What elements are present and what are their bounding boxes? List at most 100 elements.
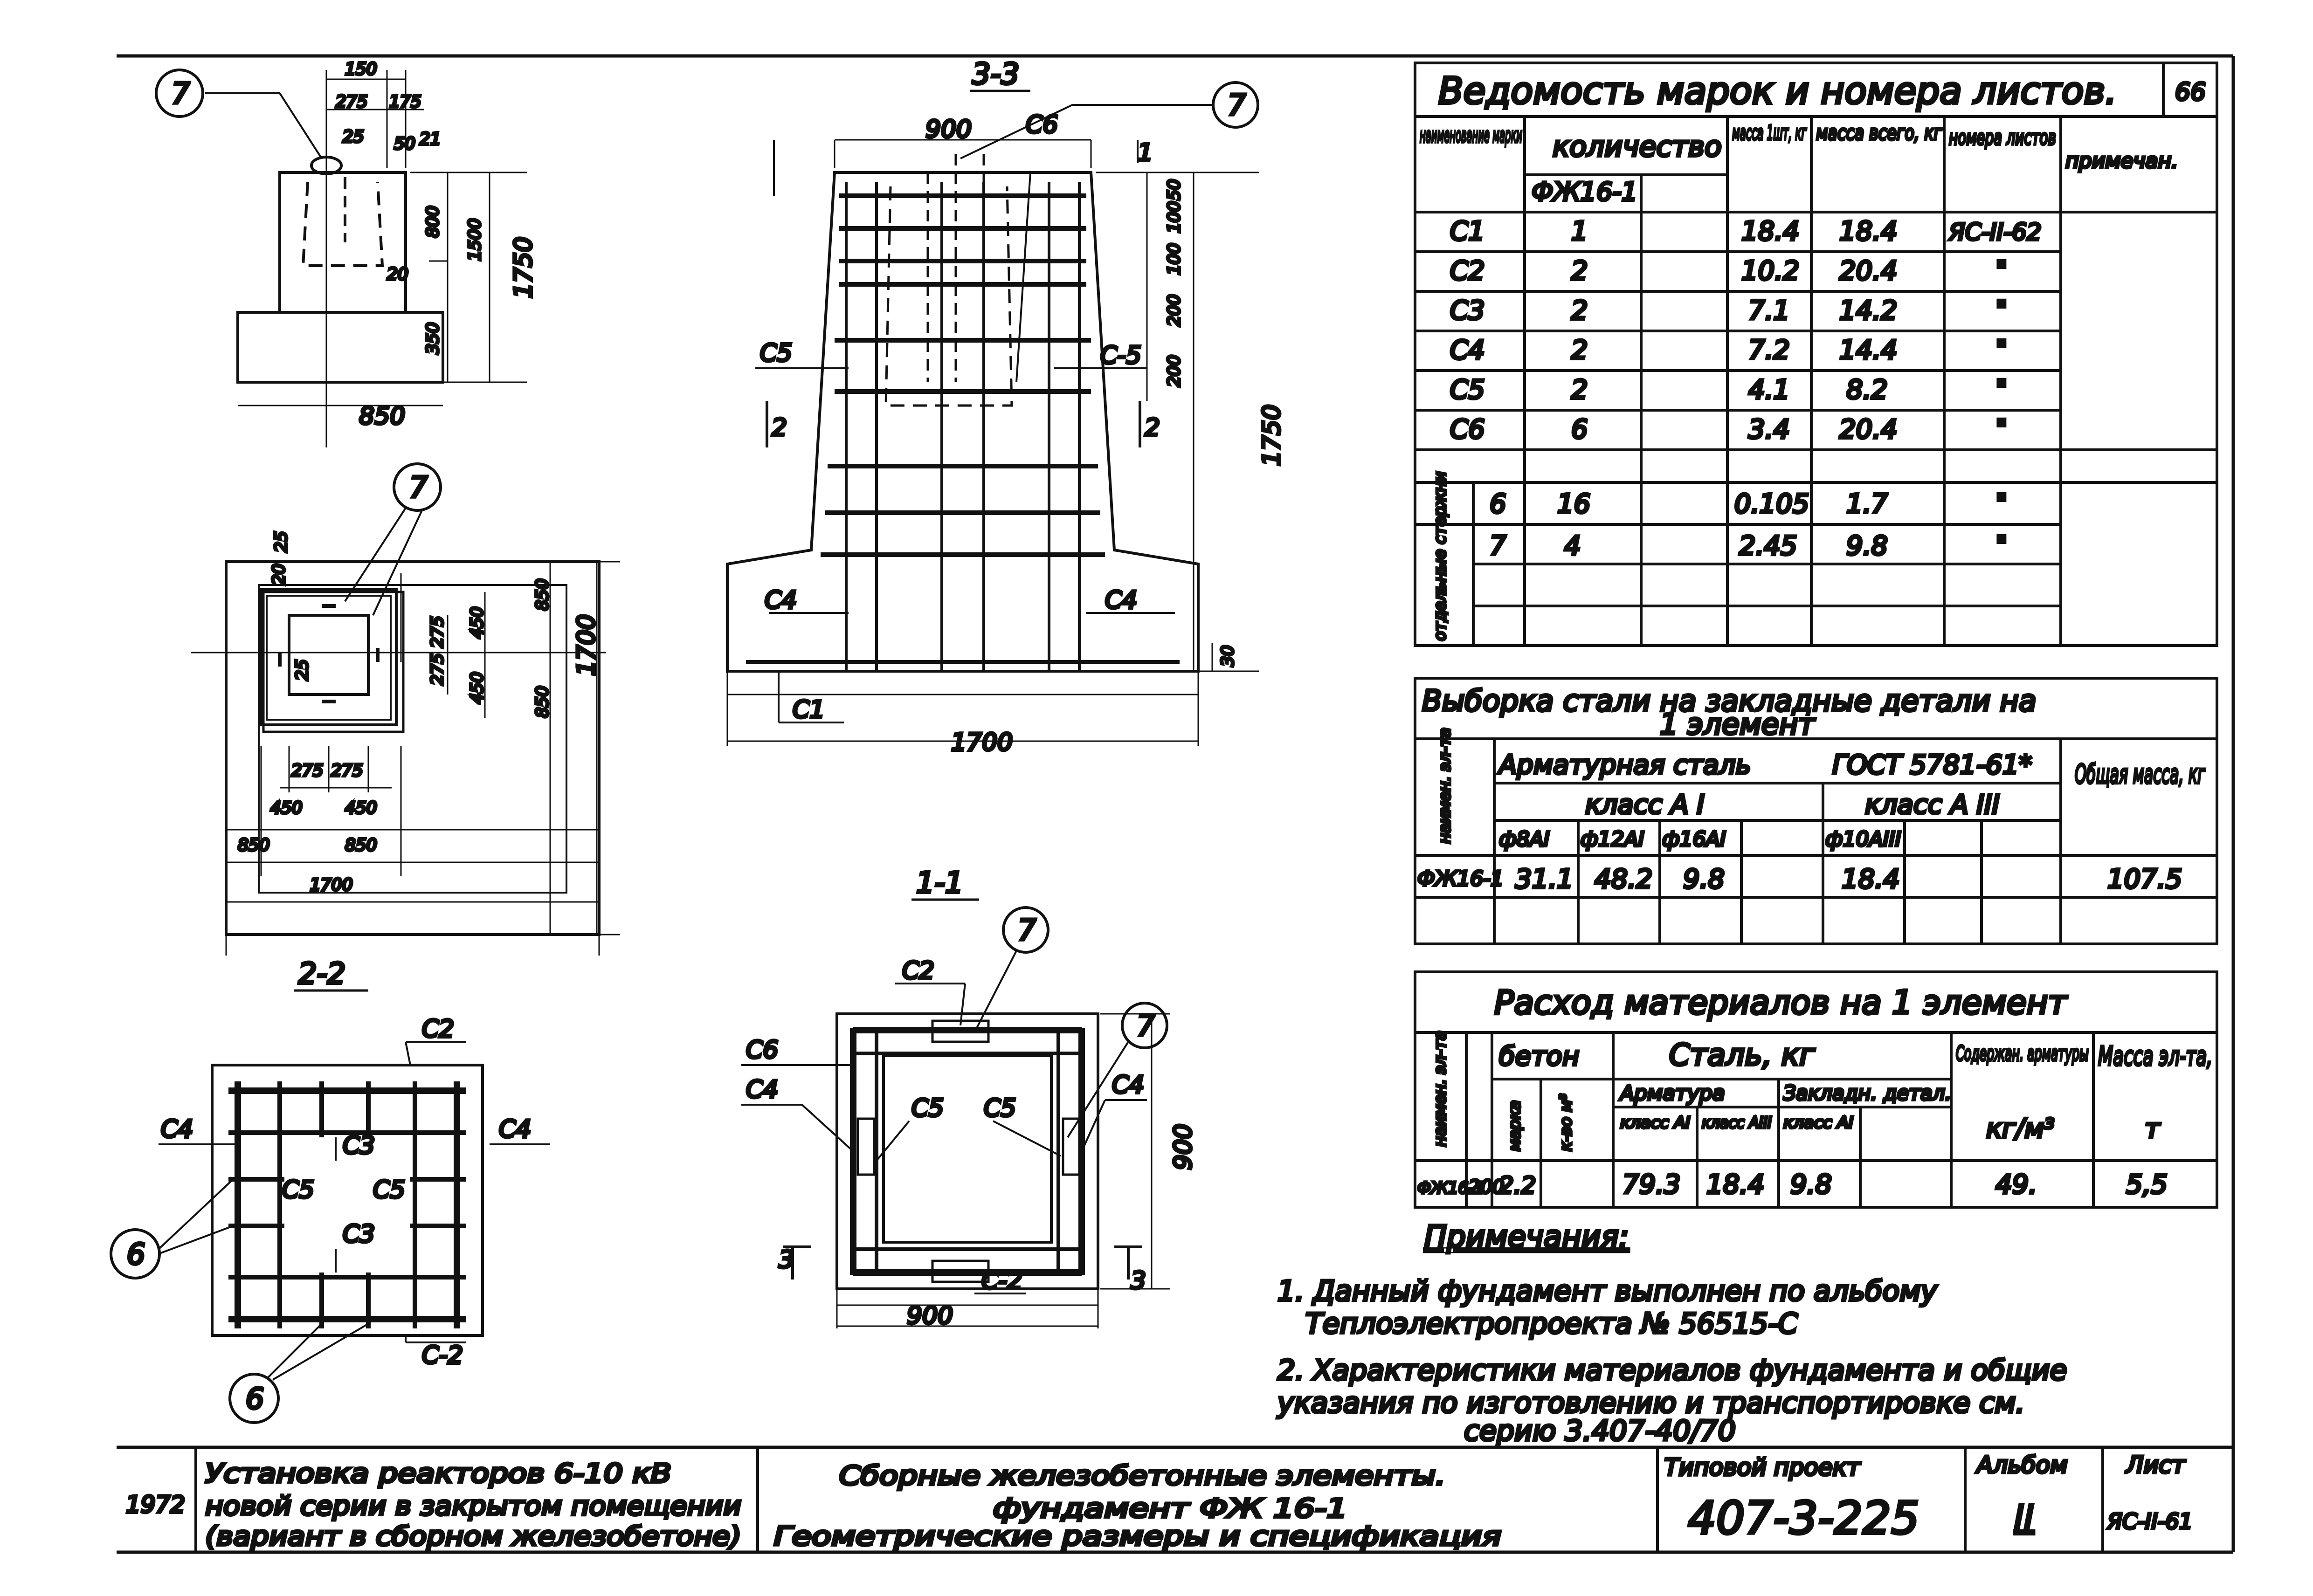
t1-r1-m: 18.4 bbox=[1839, 216, 1898, 247]
label-c3-bottom-s22: С3 bbox=[343, 1220, 375, 1248]
notes-title: Примечания: bbox=[1424, 1220, 1629, 1254]
steel-table-d8: ф8АI bbox=[1499, 827, 1550, 851]
steel-table-h-classA3: класс А III bbox=[1865, 790, 2000, 820]
callout-7-plan bbox=[393, 462, 442, 512]
dim-450-plan-h2: 450 bbox=[345, 798, 377, 818]
marks-table-h-note: примечан. bbox=[2065, 149, 2178, 173]
dim-850-plan-h2: 850 bbox=[345, 836, 377, 855]
section-1-1-title: 1-1 bbox=[916, 866, 963, 900]
t1-r5-qty: 2 bbox=[1571, 375, 1588, 405]
t1-r6-qty: 6 bbox=[1571, 414, 1588, 445]
marks-table-h-sheets: номера листов bbox=[1949, 126, 2056, 150]
t1-r3-m: 14.2 bbox=[1839, 296, 1898, 326]
dim-30-s33: 30 bbox=[1218, 645, 1237, 667]
note-2a: 2. Характеристики материалов фундамента … bbox=[1277, 1354, 2067, 1387]
t1-r7-m: 1.7 bbox=[1846, 489, 1888, 519]
materials-table-e1: 9.8 bbox=[1790, 1169, 1832, 1200]
callout-7-s11-top bbox=[1002, 906, 1049, 954]
t1-r1-m1: 18.4 bbox=[1741, 216, 1800, 247]
steel-table-d12: ф12АI bbox=[1581, 827, 1644, 851]
steel-table-d16: ф16АI bbox=[1662, 827, 1726, 851]
callout-7-s11-top-text: 7 bbox=[1018, 913, 1036, 947]
steel-table-v8: 31.1 bbox=[1515, 864, 1574, 894]
marks-table-h-qty: количество bbox=[1553, 131, 1722, 163]
plan-view bbox=[225, 560, 601, 936]
label-c5-left-s33: С5 bbox=[760, 339, 792, 367]
t1-r1-name: С1 bbox=[1450, 216, 1485, 247]
steel-table-d10: ф10АIII bbox=[1825, 827, 1901, 851]
steel-table-row-name: ФЖ16-1 bbox=[1417, 867, 1504, 891]
label-c4-right-s11: С4 bbox=[1112, 1071, 1144, 1099]
label-c4-left-s33: С4 bbox=[765, 586, 797, 614]
marks-table-h-mass1: масса 1шт, кг bbox=[1732, 121, 1807, 145]
dim-850-plan-h1: 850 bbox=[238, 836, 270, 855]
t1-r8-name: 7 bbox=[1490, 531, 1506, 561]
label-c4-right-s33: С4 bbox=[1105, 586, 1137, 614]
label-c5-left-s11: С5 bbox=[911, 1094, 944, 1122]
sheet-corner-number: 66 bbox=[2175, 78, 2206, 106]
marks-table-h-name: наименование марки bbox=[1420, 124, 1522, 147]
t1-r8-sheet: " bbox=[1995, 531, 2008, 561]
label-2-right: 2 bbox=[1145, 414, 1160, 442]
t1-r5-m1: 4.1 bbox=[1748, 375, 1790, 405]
callout-7-section33 bbox=[1212, 81, 1259, 129]
materials-table-title: Расход материалов на 1 элемент bbox=[1494, 984, 2068, 1022]
materials-table-h-ka3: класс АIII bbox=[1702, 1114, 1772, 1132]
dim-20-plan: 20 bbox=[269, 564, 289, 585]
materials-table-h-mass-unit: т bbox=[2145, 1114, 2161, 1144]
dim-900-s11-v: 900 bbox=[1169, 1124, 1197, 1170]
t1-r1-sheet: ЯС-II-62 bbox=[1948, 219, 2042, 246]
label-c2b-s11: С-2 bbox=[981, 1267, 1022, 1295]
materials-table-h-concrete: бетон bbox=[1499, 1041, 1579, 1072]
t1-r7-sheet: " bbox=[1995, 489, 2008, 519]
titleblock-sheet: ЯС-II-61 bbox=[2107, 1509, 2193, 1534]
dim-1750-s33: 1750 bbox=[1258, 405, 1286, 466]
titleblock-album-label: Альбом bbox=[1975, 1452, 2068, 1479]
t1-r6-m: 20.4 bbox=[1839, 414, 1898, 445]
dim-50: 50 bbox=[394, 134, 415, 153]
label-c5-right-s11: С5 bbox=[984, 1094, 1016, 1122]
t1-r7-name: 6 bbox=[1490, 489, 1506, 519]
dim-1500: 1500 bbox=[465, 218, 484, 261]
titleblock-proj: 407-3-225 bbox=[1688, 1492, 1919, 1544]
label-c4-right-s22: С4 bbox=[499, 1115, 531, 1143]
steel-table-total: 107.5 bbox=[2107, 864, 2182, 894]
label-c1-s33: С1 bbox=[793, 696, 825, 724]
label-c2b-s22: С-2 bbox=[422, 1341, 463, 1369]
dim-275-plan-h1: 275 bbox=[291, 761, 324, 780]
t1-r2-name: С2 bbox=[1450, 256, 1485, 286]
callout-7-side-text: 7 bbox=[172, 76, 190, 110]
label-c2-s22: С2 bbox=[422, 1015, 454, 1043]
callout-7-s11-right bbox=[1121, 1002, 1168, 1049]
dim-25-plan-inner: 25 bbox=[293, 659, 312, 681]
marks-table bbox=[1414, 62, 2218, 647]
materials-table-mark: 200 bbox=[1469, 1176, 1504, 1198]
t1-r4-sheet: " bbox=[1995, 335, 2008, 365]
callout-7-side bbox=[155, 69, 204, 118]
steel-table-v16: 9.8 bbox=[1683, 864, 1725, 894]
dim-450-plan-h1: 450 bbox=[270, 798, 303, 818]
titleblock-album: II bbox=[2014, 1498, 2034, 1537]
dim-200-s33-a: 200 bbox=[1165, 294, 1184, 326]
titleblock-mid3: Геометрические размеры и спецификация bbox=[774, 1521, 1501, 1552]
label-2-left: 2 bbox=[772, 414, 787, 442]
t1-r5-m: 8.2 bbox=[1846, 375, 1888, 405]
t1-r2-m1: 10.2 bbox=[1741, 256, 1800, 286]
materials-table-vol: 2.2 bbox=[1499, 1172, 1536, 1199]
label-c3-top-s22: С3 bbox=[343, 1132, 375, 1160]
steel-table-title1: Выборка стали на закладные детали на bbox=[1422, 684, 2037, 718]
dim-1750-side: 1750 bbox=[510, 237, 538, 298]
titleblock-mid2: фундамент ФЖ 16-1 bbox=[993, 1493, 1347, 1524]
steel-table-h-classA1: класс А I bbox=[1585, 790, 1705, 820]
plan-pedestal bbox=[261, 591, 401, 731]
dim-21: 21 bbox=[420, 130, 441, 149]
steel-table-v10: 18.4 bbox=[1842, 864, 1900, 894]
dim-900-s11-h: 900 bbox=[907, 1302, 953, 1330]
materials-table-h-content: Содержан. арматуры bbox=[1956, 1042, 2089, 1066]
callout-6-bottom bbox=[228, 1373, 280, 1424]
callout-6-left-text: 6 bbox=[127, 1237, 145, 1271]
label-c5-right-s22: С5 bbox=[373, 1176, 405, 1204]
t1-r7-m1: 0.105 bbox=[1734, 489, 1809, 519]
note-1b: Теплоэлектропроекта № 56515-С bbox=[1305, 1307, 1798, 1340]
section-3-3-title: 3-3 bbox=[972, 57, 1019, 91]
